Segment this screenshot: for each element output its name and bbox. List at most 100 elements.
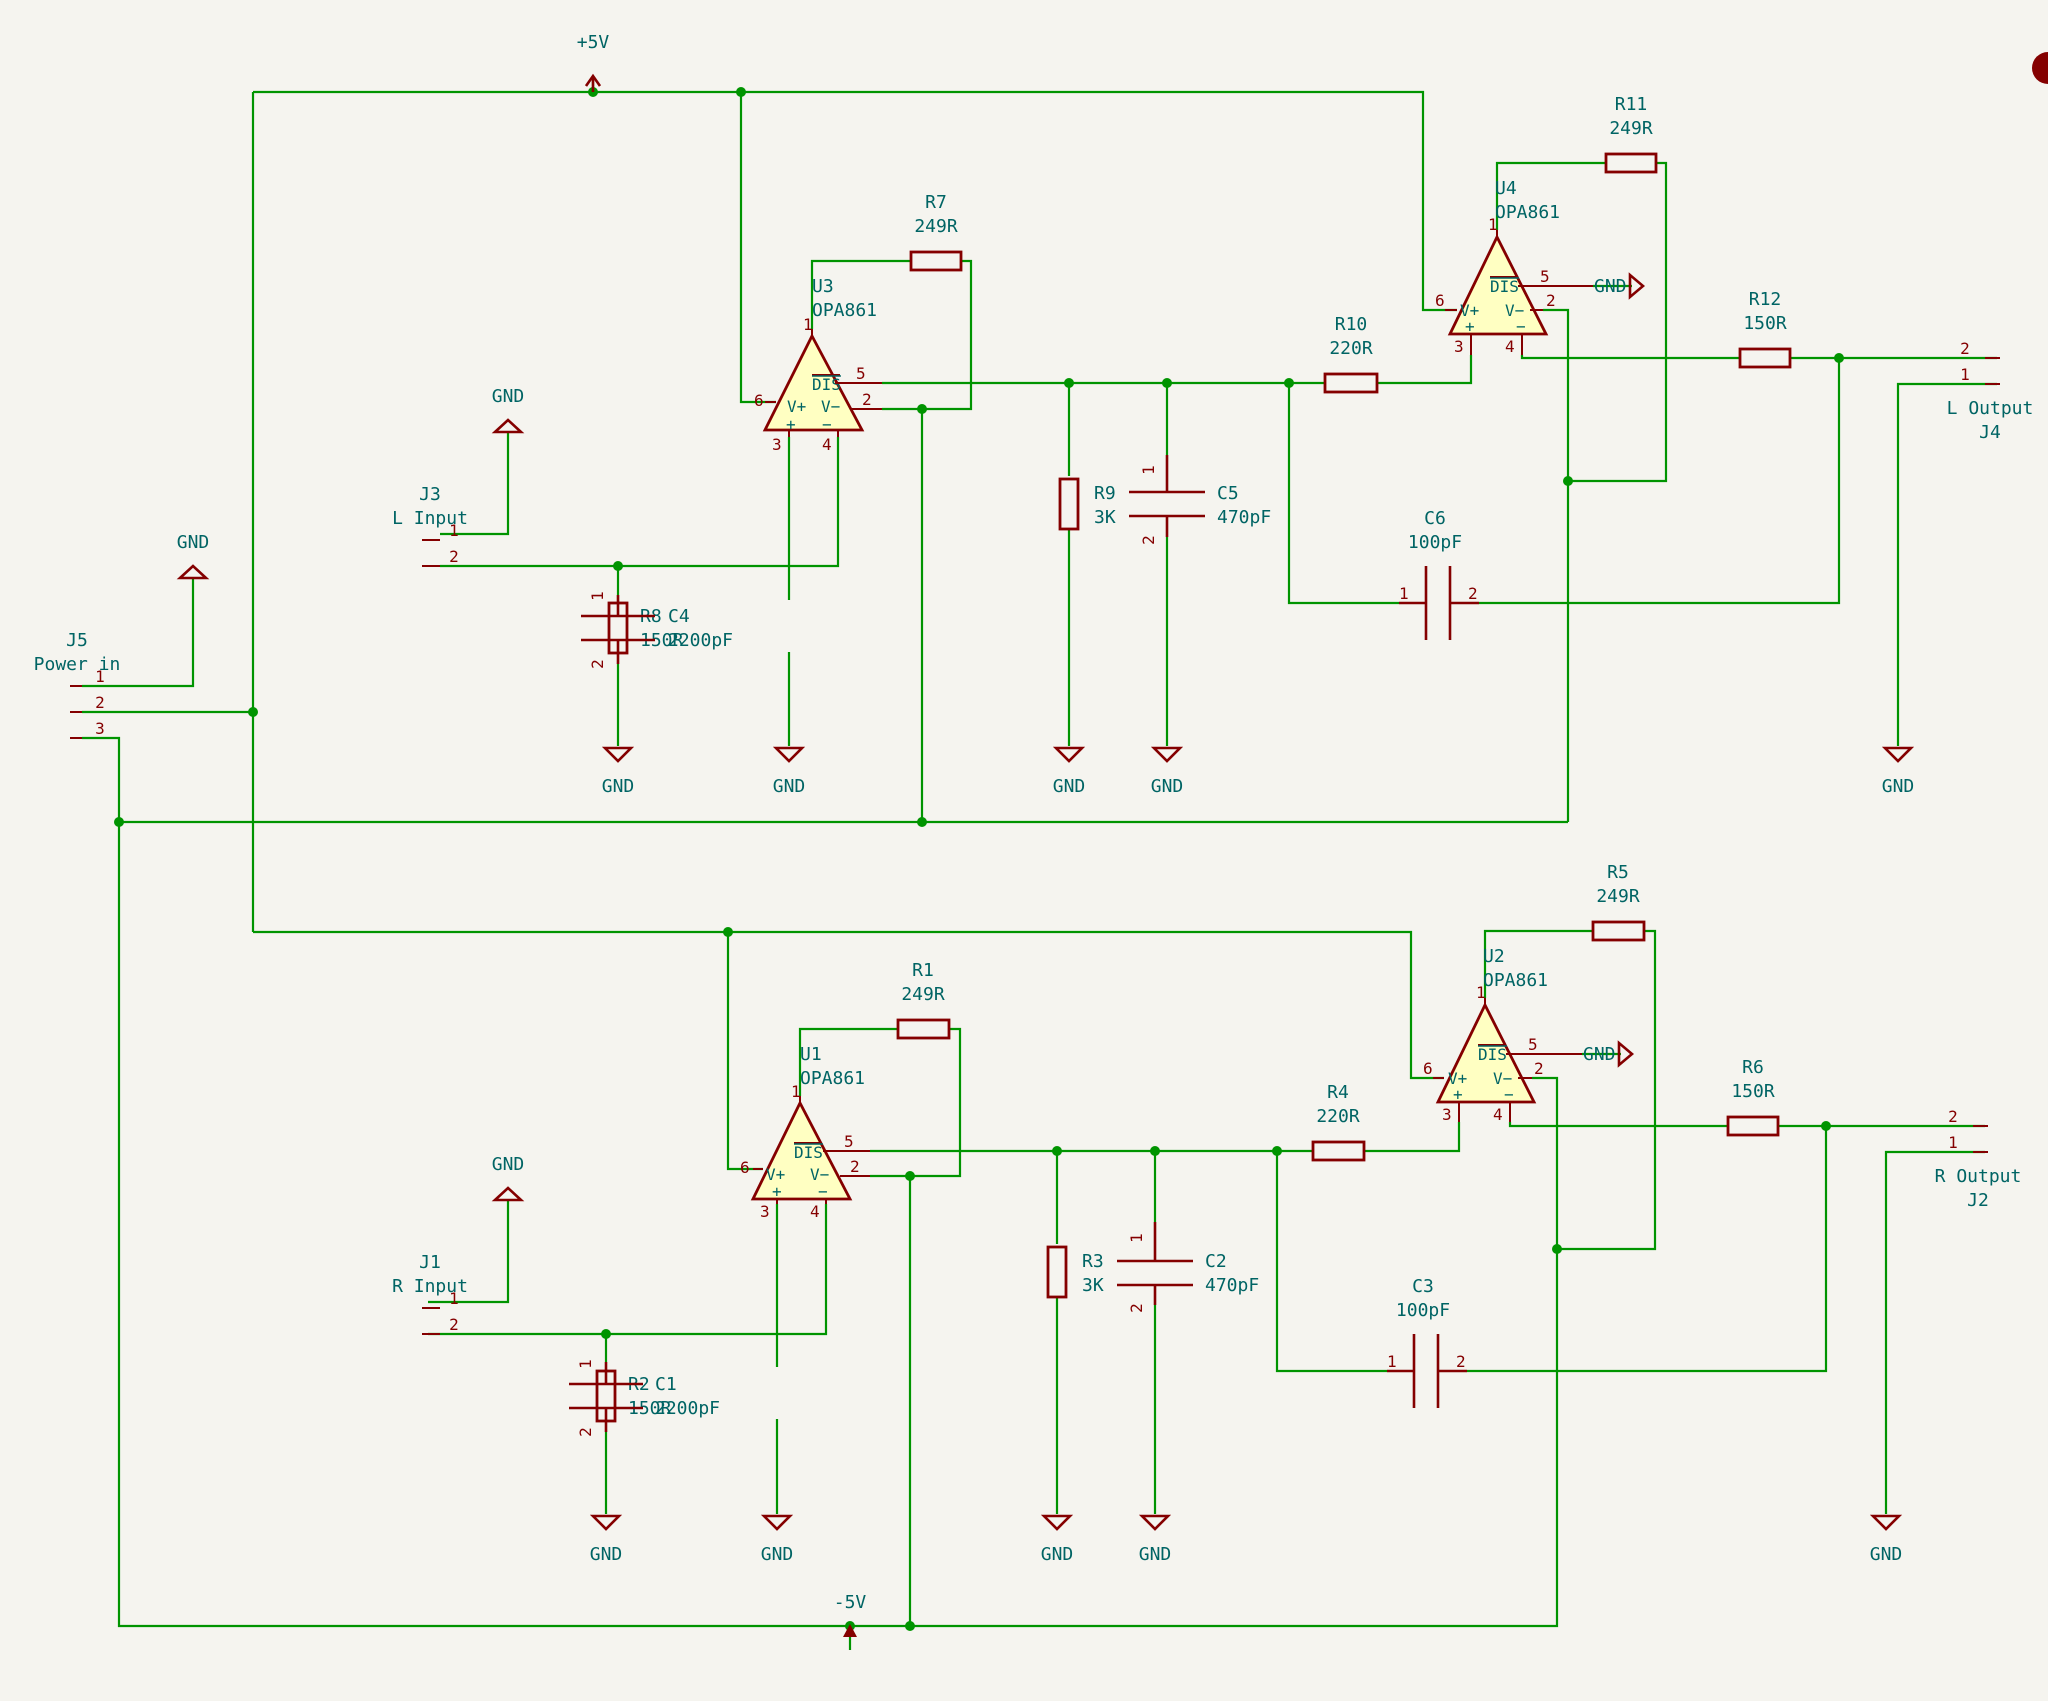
svg-text:GND: GND [1882,776,1915,797]
svg-text:1: 1 [803,315,813,334]
svg-text:1: 1 [1399,584,1409,603]
gnd-arrow-u2: GND [1583,1040,1635,1068]
gnd-flag-j3: GND [491,386,525,434]
svg-text:DIS: DIS [794,1143,823,1162]
svg-text:5: 5 [856,364,866,383]
svg-text:2200pF: 2200pF [668,630,733,651]
opamp-u4: 1 U4 OPA861 V+ V− + − DIS 5 2 6 3 4 [1435,178,1593,356]
resistor-r1: R1 249R [896,960,951,1040]
capacitor-c6: 1 2 C6 100pF [1399,508,1479,640]
svg-text:3: 3 [1442,1105,1452,1124]
svg-text:R3: R3 [1082,1251,1104,1272]
svg-text:1: 1 [1960,365,1970,384]
resistor-r12: R12 150R [1738,289,1792,369]
svg-text:5: 5 [844,1132,854,1151]
svg-text:GND: GND [492,1154,525,1175]
opamp-u1: 1 U1 OPA861 V+ V− + − DIS 5 2 6 3 4 [740,1044,870,1221]
svg-text:R11: R11 [1615,94,1648,115]
svg-text:J5: J5 [66,630,88,651]
svg-text:V−: V− [821,397,840,416]
svg-text:U3: U3 [812,276,834,297]
resistor-r5: R5 249R [1591,862,1646,942]
svg-text:249R: 249R [914,216,958,237]
svg-text:GND: GND [773,776,806,797]
svg-text:2: 2 [1127,1303,1146,1313]
svg-text:GND: GND [1041,1544,1074,1565]
svg-text:2200pF: 2200pF [655,1398,720,1419]
resistor-r4: R4 220R [1311,1082,1366,1162]
svg-text:C2: C2 [1205,1251,1227,1272]
opamp-u3: 1 U3 OPA861 V+ V− + − DIS 5 2 6 3 4 [754,276,882,454]
svg-text:U4: U4 [1495,178,1517,199]
svg-text:J4: J4 [1979,422,2001,443]
svg-text:6: 6 [1435,291,1445,310]
svg-text:249R: 249R [1609,118,1653,139]
svg-text:2: 2 [576,1427,595,1437]
svg-text:1: 1 [449,521,459,540]
svg-text:C1: C1 [655,1374,677,1395]
svg-text:1: 1 [449,1289,459,1308]
svg-text:2: 2 [588,659,607,669]
svg-text:R1: R1 [912,960,934,981]
opamp-u2: 1 U2 OPA861 V+ V− + − DIS 5 2 6 3 4 [1423,946,1582,1124]
resistor-r7: R7 249R [909,192,963,272]
capacitor-c3: 1 2 C3 100pF [1387,1276,1467,1408]
svg-text:2: 2 [1546,291,1556,310]
svg-text:Power in: Power in [34,654,121,675]
svg-text:1: 1 [95,667,105,686]
gnd-symbols-bottom: GND GND GND GND GND [590,1514,1902,1565]
svg-text:J1: J1 [419,1252,441,1273]
svg-text:2: 2 [1948,1107,1958,1126]
gnd-symbols-top: GND GND GND GND GND [602,746,1915,797]
svg-text:150R: 150R [640,630,684,651]
svg-text:J3: J3 [419,484,441,505]
svg-text:R5: R5 [1607,862,1629,883]
gnd-arrow-u4: GND [1594,272,1646,300]
svg-text:4: 4 [1493,1105,1503,1124]
svg-text:R Input: R Input [392,1276,468,1297]
svg-text:U2: U2 [1483,946,1505,967]
svg-text:220R: 220R [1316,1106,1360,1127]
svg-text:1: 1 [1948,1133,1958,1152]
svg-text:C3: C3 [1412,1276,1434,1297]
connector-j3: J3 L Input 1 2 [392,484,468,567]
svg-text:2: 2 [862,390,872,409]
resistor-r3: R3 3K [1046,1245,1104,1299]
svg-text:1: 1 [1127,1233,1146,1243]
plus5v-symbol: +5V [577,32,609,92]
svg-text:5: 5 [1540,267,1550,286]
resistor-r9: R9 3K [1058,477,1116,531]
svg-text:V+: V+ [1460,301,1479,320]
svg-text:6: 6 [754,391,764,410]
svg-text:−: − [818,1182,828,1201]
svg-text:GND: GND [1583,1044,1616,1065]
svg-text:2: 2 [1534,1059,1544,1078]
svg-text:−: − [1504,1085,1514,1104]
svg-text:470pF: 470pF [1205,1275,1259,1296]
svg-text:R12: R12 [1749,289,1782,310]
svg-text:4: 4 [1505,337,1515,356]
svg-text:3: 3 [772,435,782,454]
svg-text:R9: R9 [1094,483,1116,504]
svg-text:+: + [786,415,796,434]
svg-text:GND: GND [177,532,210,553]
svg-text:GND: GND [1151,776,1184,797]
svg-text:DIS: DIS [1490,277,1519,296]
svg-text:1: 1 [1488,215,1498,234]
svg-text:1: 1 [1387,1352,1397,1371]
svg-text:V−: V− [1505,301,1524,320]
svg-text:4: 4 [822,435,832,454]
svg-text:R10: R10 [1335,314,1368,335]
svg-text:1: 1 [1139,465,1158,475]
svg-text:220R: 220R [1329,338,1373,359]
svg-text:+: + [1465,317,1475,336]
svg-text:V−: V− [810,1165,829,1184]
svg-text:3K: 3K [1082,1275,1104,1296]
svg-text:1: 1 [1476,983,1486,1002]
svg-text:GND: GND [1594,276,1627,297]
svg-text:GND: GND [602,776,635,797]
connector-j4: 2 1 L Output J4 [1947,339,2034,443]
svg-text:2: 2 [1456,1352,1466,1371]
svg-text:R6: R6 [1742,1057,1764,1078]
